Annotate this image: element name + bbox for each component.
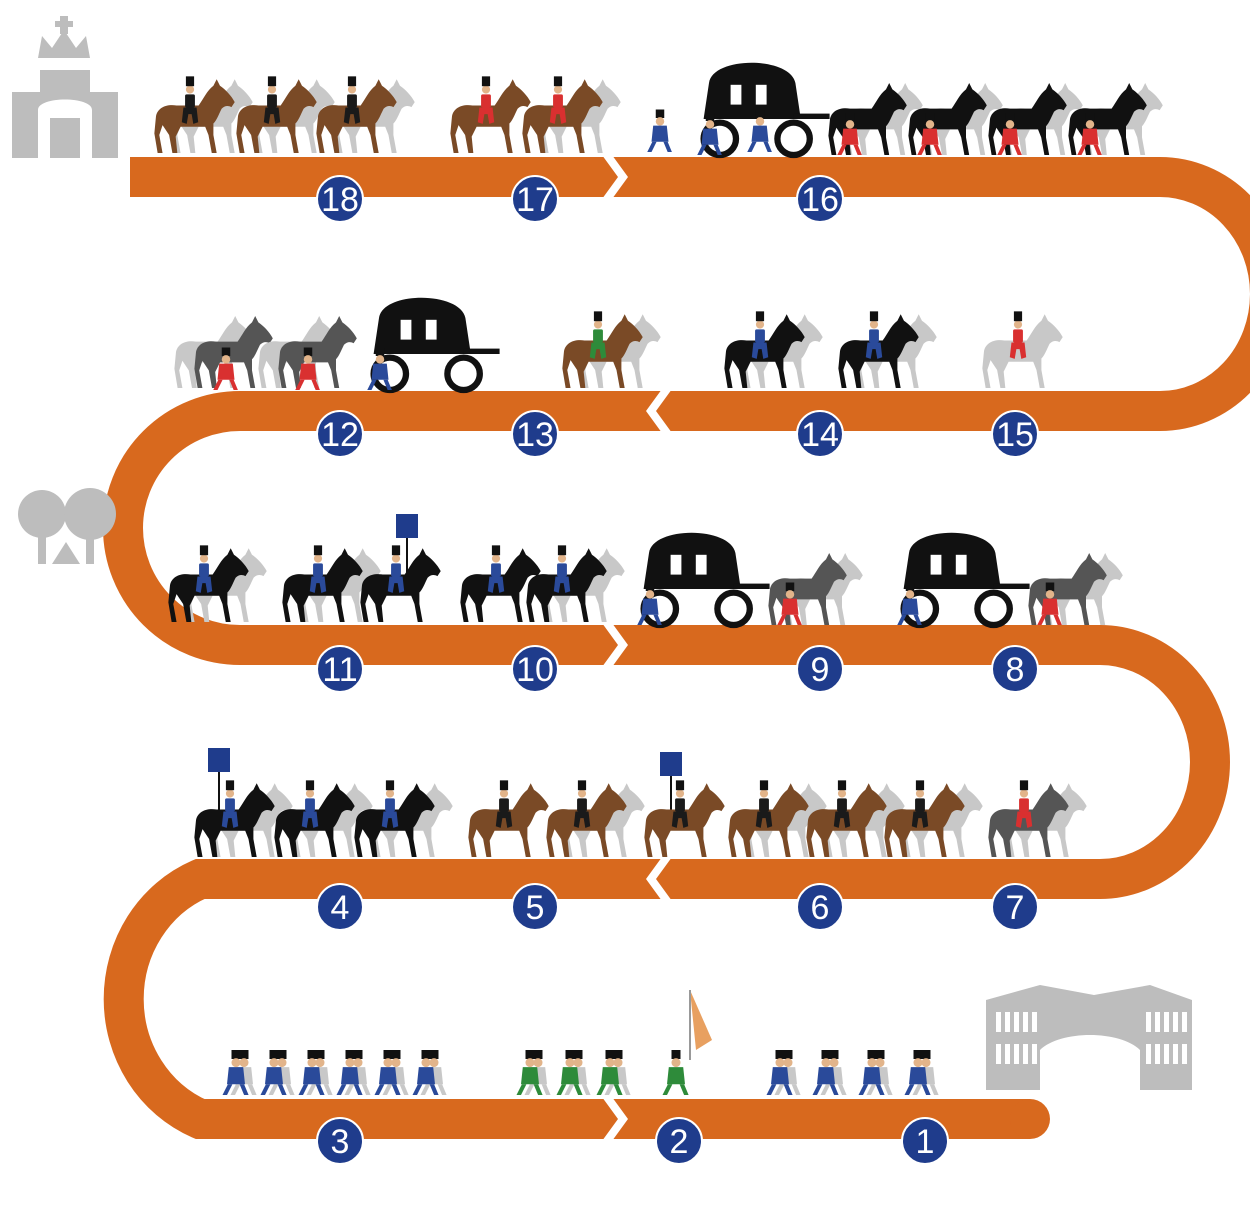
station-badge-15: 15 — [991, 410, 1039, 458]
station-10-black-horse-trumpeters — [460, 545, 625, 622]
station-badge-6: 6 — [796, 883, 844, 931]
station-number: 6 — [811, 889, 830, 927]
station-16-state-coach-with-black-horses — [647, 63, 1163, 155]
station-badge-3: 3 — [316, 1117, 364, 1165]
route-chevron-2-3 — [602, 1097, 628, 1141]
station-badge-circle — [796, 175, 844, 223]
station-badge-circle — [991, 883, 1039, 931]
station-12-carriage-with-grey-horses — [174, 298, 499, 390]
station-18-black-riders-on-brown-horses — [154, 76, 415, 153]
station-number: 13 — [516, 416, 554, 454]
procession-figures-layer — [154, 63, 1163, 1095]
station-11-black-horse-guards-with-banner — [168, 514, 441, 622]
station-number: 18 — [321, 181, 359, 219]
station-3-blue-foot-guards — [222, 1050, 447, 1095]
station-badge-circle — [316, 175, 364, 223]
station-2-green-guards-with-flag — [516, 990, 712, 1095]
station-badge-circle — [316, 410, 364, 458]
station-badge-circle — [316, 883, 364, 931]
station-badge-circle — [316, 645, 364, 693]
station-badge-9: 9 — [796, 645, 844, 693]
station-number: 16 — [801, 181, 839, 219]
station-number: 2 — [670, 1123, 689, 1161]
station-13-green-rider-on-brown-horse — [562, 311, 661, 388]
station-5-brown-horse-trumpeters — [468, 780, 645, 857]
station-1-band-with-trumpets — [766, 1050, 939, 1095]
route-chevron-16-17 — [602, 155, 628, 199]
station-badge-14: 14 — [796, 410, 844, 458]
station-number: 3 — [331, 1123, 350, 1161]
station-badge-11: 11 — [316, 645, 364, 693]
station-badge-circle — [511, 175, 559, 223]
station-badge-circle — [991, 410, 1039, 458]
station-badge-17: 17 — [511, 175, 559, 223]
station-badge-5: 5 — [511, 883, 559, 931]
station-17-red-riders-on-brown-horses — [450, 76, 621, 153]
station-badge-7: 7 — [991, 883, 1039, 931]
route-band — [103, 157, 1250, 1139]
station-15-red-rider-on-grey-horse — [982, 311, 1063, 388]
palace-icon — [986, 985, 1192, 1090]
station-4-black-horse-guards-with-banner — [194, 748, 453, 857]
station-number: 1 — [916, 1123, 935, 1161]
route-chevron-9-10 — [602, 623, 628, 667]
station-number: 10 — [516, 651, 554, 689]
station-badge-circle — [796, 645, 844, 693]
station-badge-circle — [655, 1117, 703, 1165]
station-badge-circle — [316, 1117, 364, 1165]
station-number: 17 — [516, 181, 554, 219]
route-chevron-13-14 — [646, 389, 672, 433]
station-14-black-horse-guards — [724, 311, 937, 388]
station-number: 5 — [526, 889, 545, 927]
station-number: 11 — [322, 651, 357, 689]
station-8-carriage-with-grey-horses — [897, 533, 1123, 625]
station-badge-circle — [511, 410, 559, 458]
route-end-cap — [1010, 1099, 1050, 1139]
station-number: 12 — [321, 416, 359, 454]
station-badge-10: 10 — [511, 645, 559, 693]
station-badge-circle — [901, 1117, 949, 1165]
station-9-carriage-with-grey-horses — [637, 533, 863, 625]
station-number: 14 — [801, 416, 839, 454]
station-badge-1: 1 — [901, 1117, 949, 1165]
station-badge-2: 2 — [655, 1117, 703, 1165]
landmarks-layer — [12, 16, 1192, 1090]
station-number: 15 — [996, 416, 1034, 454]
station-badge-8: 8 — [991, 645, 1039, 693]
station-badge-12: 12 — [316, 410, 364, 458]
station-badge-circle — [991, 645, 1039, 693]
route-chevron-5-6 — [646, 857, 672, 901]
station-number: 8 — [1006, 651, 1025, 689]
station-badge-circle — [511, 645, 559, 693]
station-badge-18: 18 — [316, 175, 364, 223]
station-6-brown-horse-guards-with-banner — [644, 752, 983, 857]
station-number: 7 — [1006, 889, 1025, 927]
station-badge-circle — [796, 410, 844, 458]
station-7-red-rider-on-dark-horse — [988, 780, 1087, 857]
station-badge-16: 16 — [796, 175, 844, 223]
station-number: 4 — [331, 889, 350, 927]
station-badge-13: 13 — [511, 410, 559, 458]
station-badge-circle — [796, 883, 844, 931]
trees-icon — [18, 488, 116, 564]
station-number: 9 — [811, 651, 830, 689]
crowned-gate-icon — [12, 16, 118, 158]
station-badge-circle — [511, 883, 559, 931]
route-path — [103, 155, 1250, 1141]
station-badge-4: 4 — [316, 883, 364, 931]
